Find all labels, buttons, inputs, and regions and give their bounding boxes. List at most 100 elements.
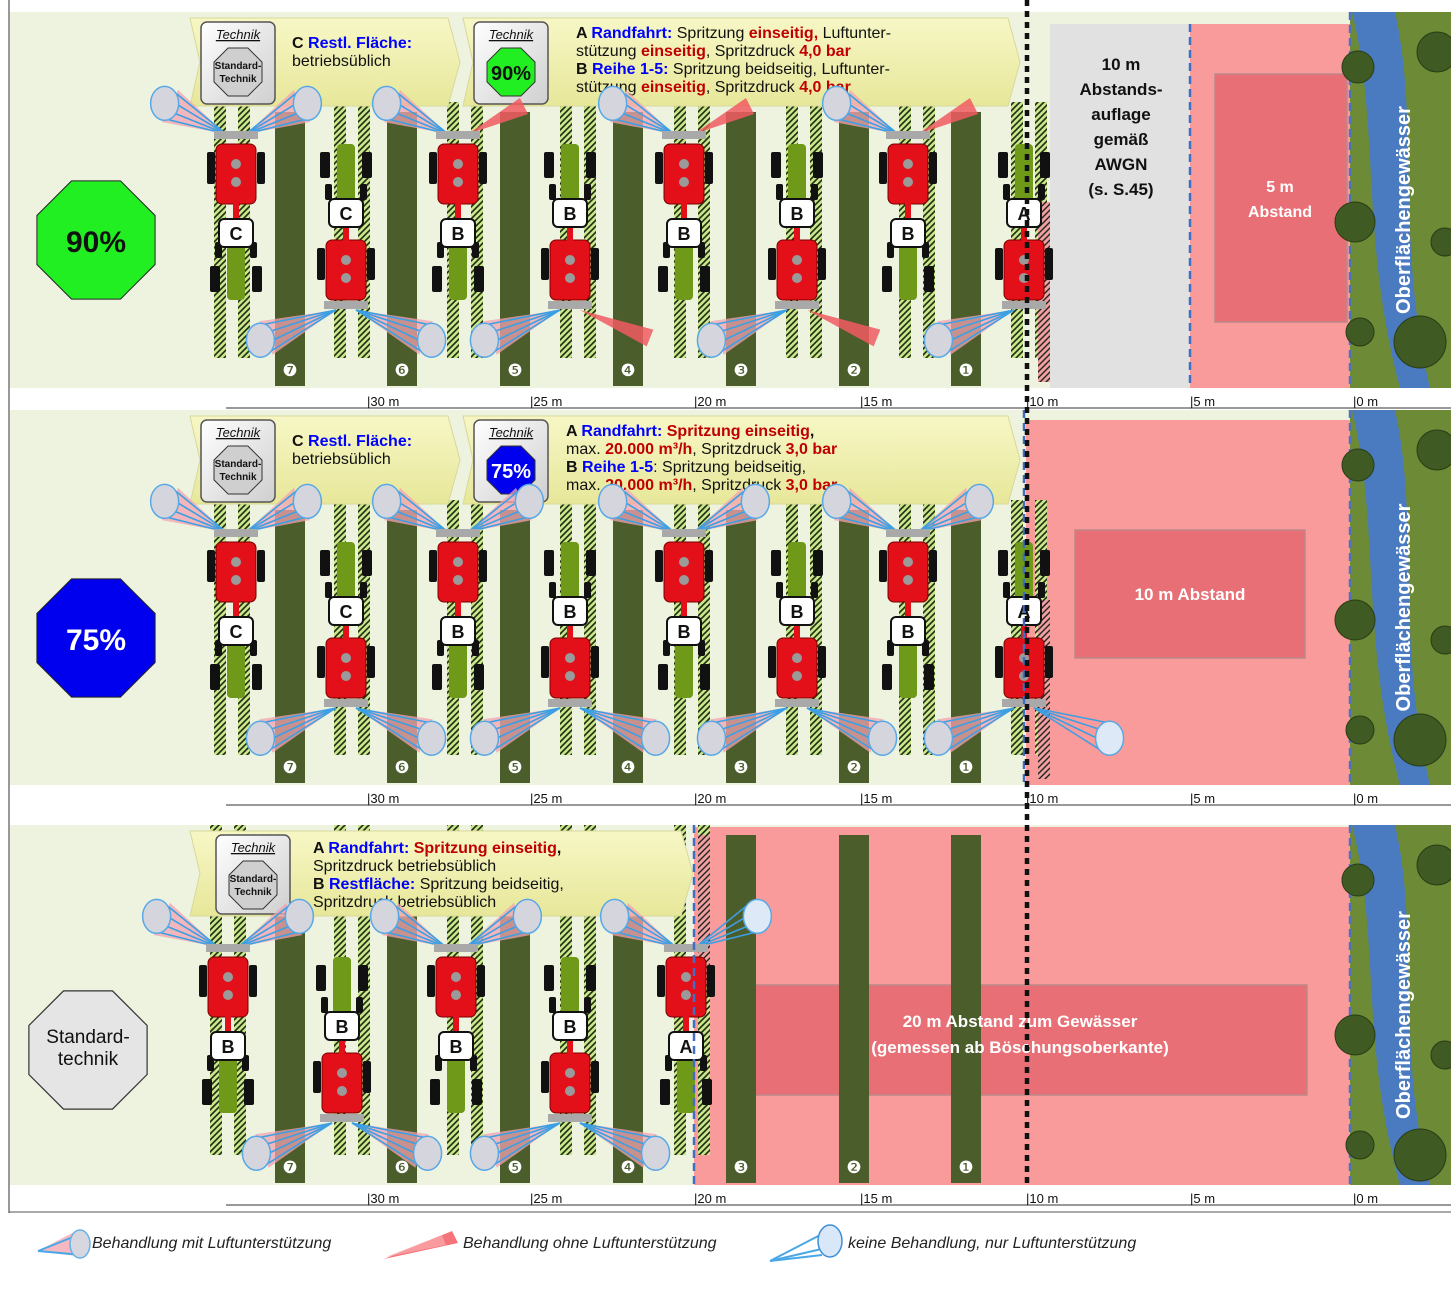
banner-text-segment: A xyxy=(566,423,581,440)
tractor-wheel xyxy=(544,152,554,178)
tractor-wheel xyxy=(776,582,783,598)
sprayer-tank xyxy=(665,956,707,1018)
tank-lid xyxy=(903,575,913,585)
tractor-wheel xyxy=(705,550,713,582)
tractor-body xyxy=(788,542,806,602)
tractor-letter-box xyxy=(1006,198,1042,228)
tractor-body xyxy=(675,638,693,698)
tractor-wheel xyxy=(207,152,215,184)
tractor-wheel xyxy=(427,965,435,997)
tank-lid xyxy=(453,575,463,585)
tractor-wheel xyxy=(252,664,262,690)
banner-line: A Randfahrt: Spritzung einseitig, xyxy=(566,423,814,440)
tractor-body xyxy=(1015,144,1033,204)
sprayer-tank xyxy=(437,143,479,205)
scale-tick: |25 m xyxy=(530,791,562,806)
spray-cloud xyxy=(245,720,276,756)
level-label: Standard- xyxy=(46,1027,129,1048)
grey-zone-label: auflage xyxy=(1091,105,1151,124)
tank-lid xyxy=(231,575,241,585)
tank-lid xyxy=(681,972,691,982)
spray-line xyxy=(494,707,561,750)
boom-bar xyxy=(775,301,819,309)
tractor-wheel xyxy=(429,550,437,582)
spray-line xyxy=(491,309,561,344)
boom-bar xyxy=(324,699,368,707)
banner-text-segment: stützung xyxy=(576,43,641,60)
row-number: ❼ xyxy=(282,1158,297,1177)
spray-line xyxy=(721,309,788,352)
banner-text-segment: , Spritzdruck xyxy=(706,79,799,96)
banner-left-heading: Restl. Fläche: xyxy=(308,433,412,450)
tractor-letter-box xyxy=(324,1011,360,1041)
scale-tick: |10 m xyxy=(1026,394,1058,409)
tank-lid xyxy=(565,273,575,283)
spray-without-air-icon xyxy=(384,1231,458,1259)
tractor-wheel xyxy=(430,1079,440,1105)
tractor-body xyxy=(447,1053,465,1113)
banner-text-segment: einseitig xyxy=(641,79,706,96)
tractor-wheel xyxy=(367,646,375,678)
spray-line xyxy=(1033,707,1103,742)
tractor-letter: A xyxy=(680,1037,693,1057)
banner-line: max. 20.000 m³/h, Spritzdruck 3,0 bar xyxy=(566,441,837,458)
tractor-wheel xyxy=(429,152,437,184)
sprayer-tank xyxy=(437,541,479,603)
tractor-wheel xyxy=(472,1079,482,1105)
spray-line xyxy=(266,1122,333,1165)
tree-icon xyxy=(1345,715,1375,745)
sprayer-tank xyxy=(549,239,591,301)
technik-octagon xyxy=(228,860,278,910)
sprayer-tank xyxy=(887,143,929,205)
spray-line xyxy=(467,507,527,533)
banner-text-segment: Spritzdruck betriebsüblich xyxy=(313,858,496,875)
tractor-wheel xyxy=(313,1061,321,1093)
banner-left-heading: Restl. Fläche: xyxy=(308,35,412,52)
spray-line xyxy=(484,1122,561,1139)
row-number: ❶ xyxy=(958,1158,973,1177)
scale-tick: |15 m xyxy=(860,1191,892,1206)
spray-line xyxy=(806,707,873,750)
spray-line xyxy=(167,109,227,135)
tractor-letter-box xyxy=(890,616,926,646)
tractor-wheel xyxy=(768,248,776,280)
grey-zone-label: AWGN xyxy=(1095,155,1148,174)
spray-cloud xyxy=(416,720,447,756)
tractor-wheel xyxy=(320,550,330,576)
banner-text-segment: 3,0 bar xyxy=(786,477,838,494)
box-label: 20 m Abstand zum Gewässer xyxy=(903,1012,1138,1031)
banner-line: B Reihe 1-5: Spritzung beidseitig, xyxy=(566,459,806,476)
scale-tick: |30 m xyxy=(367,791,399,806)
spray-line xyxy=(917,498,973,533)
tractor-wheel xyxy=(1003,184,1010,200)
tractor-wheel xyxy=(813,550,823,576)
sprayer-tank xyxy=(776,239,818,301)
scale-tick: |0 m xyxy=(1353,394,1378,409)
banner-text-segment: 4,0 bar xyxy=(799,43,851,60)
spray-line xyxy=(695,922,755,948)
spray-line xyxy=(245,507,305,533)
spray-line xyxy=(579,1122,656,1139)
tractor-wheel xyxy=(479,550,487,582)
row-number: ❺ xyxy=(507,758,522,777)
tree-icon xyxy=(1341,863,1375,897)
boom-bar xyxy=(664,944,708,952)
tractor-wheel xyxy=(882,664,892,690)
legend: Behandlung mit Luftunterstützung Behandl… xyxy=(0,1213,1451,1292)
banner-text-segment: A xyxy=(576,25,591,42)
tree-icon xyxy=(1416,429,1451,471)
banner-line: stützung einseitig, Spritzdruck 4,0 bar xyxy=(576,43,851,60)
spray-cloud xyxy=(241,1135,272,1171)
spray-line xyxy=(718,309,788,344)
tractor-letter: B xyxy=(678,224,691,244)
sprayer-tank xyxy=(325,239,367,301)
spray-cloud xyxy=(742,898,773,935)
technik-octagon xyxy=(213,47,263,97)
spray-line xyxy=(579,707,653,733)
boom-bar xyxy=(548,699,592,707)
banner-text-segment: , Spritzdruck xyxy=(706,43,799,60)
tree-icon xyxy=(1430,1040,1451,1070)
scale-tick: |20 m xyxy=(694,394,726,409)
boom-bar xyxy=(1002,301,1046,309)
